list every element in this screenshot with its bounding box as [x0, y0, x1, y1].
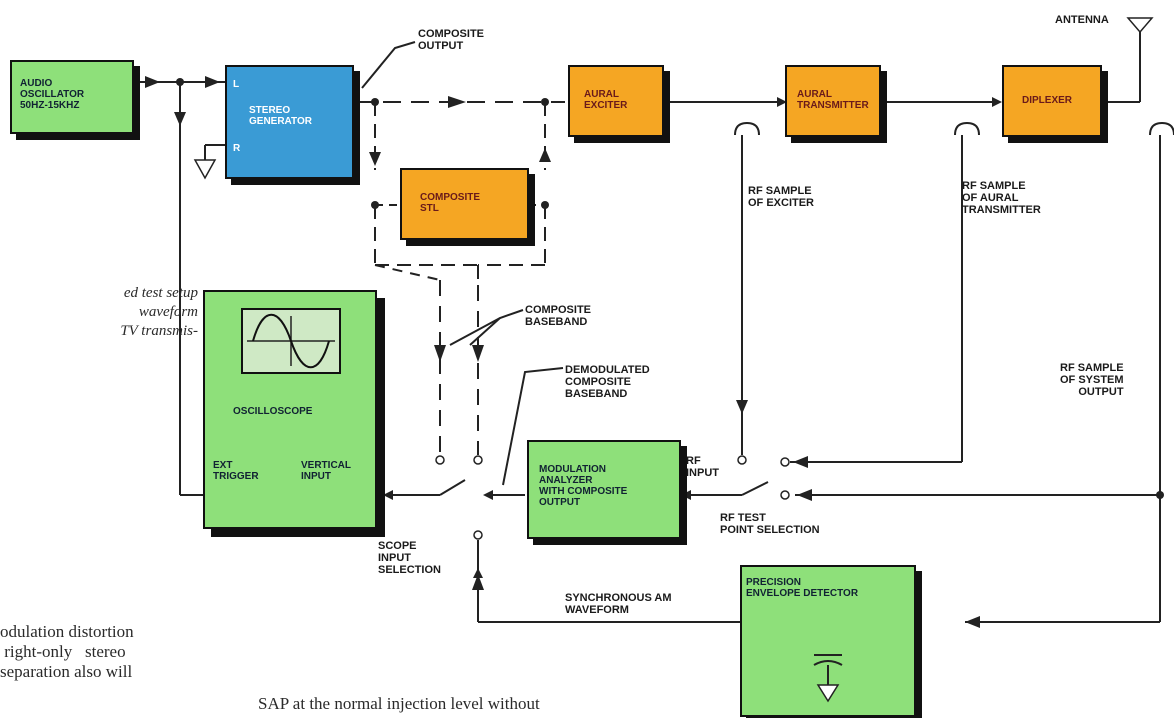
stereo-generator-right-port: R: [233, 143, 241, 154]
oscilloscope-label: OSCILLOSCOPE: [233, 406, 313, 417]
modulation-analyzer-label: MODULATION ANALYZER WITH COMPOSITE OUTPU…: [539, 464, 628, 508]
envelope-detector-label: PRECISION ENVELOPE DETECTOR: [746, 577, 859, 599]
composite-baseband-label: COMPOSITE BASEBAND: [525, 304, 592, 328]
scope-input-selection-label: SCOPE INPUT SELECTION: [378, 540, 441, 576]
demodulated-composite-baseband-label: DEMODULATED COMPOSITE BASEBAND: [565, 364, 650, 400]
capacitor-ground-icon: [813, 654, 843, 703]
audio-oscillator-block: AUDIO OSCILLATOR 50HZ-15KHZ: [10, 60, 134, 134]
antenna-label: ANTENNA: [1055, 14, 1109, 26]
composite-output-label: COMPOSITE OUTPUT: [418, 28, 485, 52]
composite-stl-block: COMPOSITE STL: [400, 168, 529, 240]
synchronous-am-waveform-label: SYNCHRONOUS AM WAVEFORM: [565, 592, 672, 616]
audio-oscillator-label: AUDIO OSCILLATOR 50HZ-15KHZ: [20, 78, 85, 111]
oscilloscope-block: OSCILLOSCOPE EXT TRIGGER VERTICAL INPUT: [203, 290, 377, 529]
stereo-generator-block: L STEREO GENERATOR R: [225, 65, 354, 179]
oscilloscope-screen: [241, 308, 341, 374]
figure-caption-fragment: ed test setup waveform TV transmis-: [120, 285, 198, 339]
composite-stl-label: COMPOSITE STL: [420, 192, 481, 214]
body-text-fragment: odulation distortion right-only stereo s…: [0, 622, 134, 681]
rf-sample-transmitter-label: RF SAMPLE OF AURAL TRANSMITTER: [962, 180, 1041, 216]
modulation-analyzer-block: MODULATION ANALYZER WITH COMPOSITE OUTPU…: [527, 440, 681, 539]
aural-exciter-block: AURAL EXCITER: [568, 65, 664, 137]
aural-exciter-label: AURAL EXCITER: [584, 89, 628, 111]
ext-trigger-label: EXT TRIGGER: [213, 460, 259, 482]
rf-test-point-selection-label: RF TEST POINT SELECTION: [720, 512, 820, 536]
sine-wave-icon: [247, 313, 335, 369]
aural-transmitter-label: AURAL TRANSMITTER: [797, 89, 869, 111]
stereo-generator-label: STEREO GENERATOR: [249, 105, 312, 127]
bottom-text-fragment: SAP at the normal injection level withou…: [258, 694, 540, 713]
rf-sample-system-output-label: RF SAMPLE OF SYSTEM OUTPUT: [1060, 362, 1124, 398]
vertical-input-label: VERTICAL INPUT: [301, 460, 351, 482]
aural-transmitter-block: AURAL TRANSMITTER: [785, 65, 881, 137]
diplexer-label: DIPLEXER: [1022, 95, 1073, 106]
rf-sample-exciter-label: RF SAMPLE OF EXCITER: [748, 185, 815, 209]
envelope-detector-block: PRECISION ENVELOPE DETECTOR: [740, 565, 916, 717]
rf-input-label: RF INPUT: [686, 455, 719, 479]
stereo-generator-left-port: L: [233, 79, 240, 90]
diplexer-block: DIPLEXER: [1002, 65, 1102, 137]
